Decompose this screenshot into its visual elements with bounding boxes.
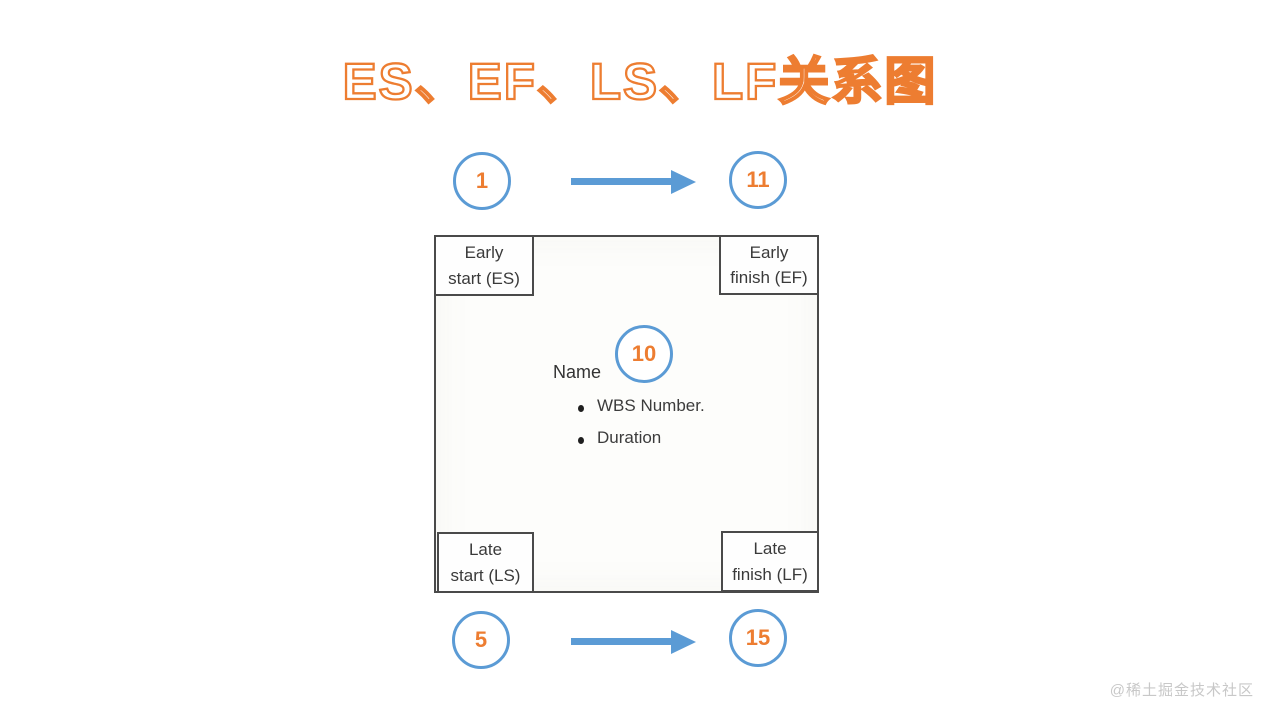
early-finish-box: Early finish (EF) xyxy=(719,235,819,295)
bullet-dot-icon xyxy=(578,405,584,412)
es-value: 1 xyxy=(475,168,489,193)
bullet-text-duration: Duration xyxy=(597,428,662,447)
early-finish-line1: Early xyxy=(749,242,789,262)
es-value-circle: 1 xyxy=(453,152,511,210)
ls-value: 5 xyxy=(474,627,488,652)
early-finish-line2: finish (EF) xyxy=(730,268,808,287)
early-start-line2: start (ES) xyxy=(448,268,520,288)
lf-value-circle: 15 xyxy=(729,609,787,667)
name-label: Name xyxy=(553,362,602,382)
attribute-bullet-list: WBS Number. Duration xyxy=(578,396,705,460)
ls-value-circle: 5 xyxy=(452,611,510,669)
late-start-box: Late start (LS) xyxy=(437,532,534,593)
ef-value-circle: 11 xyxy=(729,151,787,209)
bullet-item-wbs: WBS Number. xyxy=(578,396,705,416)
early-start-box: Early start (ES) xyxy=(434,235,534,296)
bullet-text-wbs: WBS Number. xyxy=(597,396,705,415)
late-start-line1: Late xyxy=(468,540,503,559)
late-start-line2: start (LS) xyxy=(450,565,521,585)
ls-to-lf-arrow-icon xyxy=(571,638,671,645)
bullet-item-duration: Duration xyxy=(578,428,705,448)
lf-value: 15 xyxy=(745,625,771,650)
es-to-ef-arrow-icon xyxy=(571,178,671,185)
early-start-line1: Early xyxy=(464,243,504,262)
watermark: @稀土掘金技术社区 xyxy=(1109,682,1254,699)
late-finish-box: Late finish (LF) xyxy=(721,531,819,592)
duration-value: 10 xyxy=(631,341,657,366)
page-title: ES、EF、LS、LF关系图 xyxy=(342,52,938,111)
late-finish-line2: finish (LF) xyxy=(732,564,808,584)
bullet-dot-icon xyxy=(578,437,584,444)
duration-value-circle: 10 xyxy=(615,325,673,383)
ef-value: 11 xyxy=(746,167,770,192)
late-finish-line1: Late xyxy=(753,539,787,558)
